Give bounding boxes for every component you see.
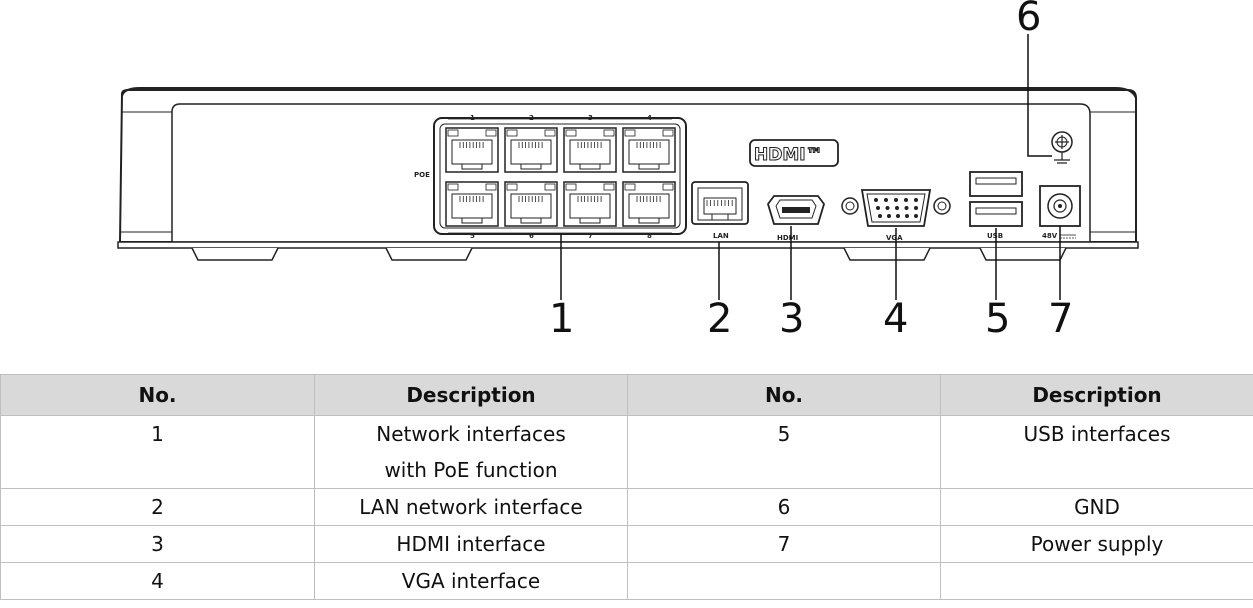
table-row: 1 Network interfaces with PoE function 5… bbox=[0, 415, 1253, 489]
poe-port-block: POE 1 2 3 4 5 6 7 8 bbox=[414, 114, 687, 240]
usb-label: USB bbox=[987, 232, 1003, 240]
port-number-bottom: 7 bbox=[588, 232, 593, 240]
poe-port-4 bbox=[622, 127, 676, 173]
table-row: 2 LAN network interface 6 GND bbox=[0, 488, 1253, 526]
poe-port-5 bbox=[445, 181, 499, 227]
port-number-bottom: 5 bbox=[470, 232, 475, 240]
power-jack: 48V bbox=[1039, 185, 1081, 240]
header-description-2: Description bbox=[940, 374, 1253, 416]
power-label: 48V bbox=[1042, 232, 1058, 240]
interface-description-table: No. Description No. Description 1 Networ… bbox=[0, 374, 1253, 600]
callout-4: 4 bbox=[883, 296, 908, 342]
table-cell: USB interfaces bbox=[940, 415, 1253, 489]
hdmi-port: HDMI bbox=[767, 195, 825, 242]
table-cell bbox=[627, 562, 941, 600]
foot-left bbox=[191, 247, 279, 261]
port-number-top: 2 bbox=[529, 114, 534, 122]
table-cell: Power supply bbox=[940, 525, 1253, 563]
port-number-bottom: 6 bbox=[529, 232, 534, 240]
table-cell: 3 bbox=[0, 525, 315, 563]
poe-port-2 bbox=[504, 127, 558, 173]
poe-port-1 bbox=[445, 127, 499, 173]
vga-label: VGA bbox=[886, 234, 903, 242]
poe-port-8 bbox=[622, 181, 676, 227]
port-number-bottom: 8 bbox=[647, 232, 652, 240]
lan-label: LAN bbox=[713, 232, 729, 240]
table-cell: 2 bbox=[0, 488, 315, 526]
callout-5: 5 bbox=[985, 296, 1010, 342]
table-row: 3 HDMI interface 7 Power supply bbox=[0, 525, 1253, 563]
table-header-row: No. Description No. Description bbox=[0, 374, 1253, 416]
hdmi-logo-badge: HDMI™ bbox=[749, 139, 839, 167]
header-no-2: No. bbox=[627, 374, 941, 416]
callout-3: 3 bbox=[779, 296, 804, 342]
header-no-1: No. bbox=[0, 374, 315, 416]
table-cell bbox=[940, 562, 1253, 600]
usb-ports: USB bbox=[969, 171, 1023, 240]
table-cell: Network interfaces with PoE function bbox=[314, 415, 628, 489]
table-cell: 4 bbox=[0, 562, 315, 600]
foot-center-left bbox=[385, 247, 473, 261]
port-number-top: 1 bbox=[470, 114, 475, 122]
callout-2: 2 bbox=[707, 296, 732, 342]
table-cell: 6 bbox=[627, 488, 941, 526]
lan-port: LAN bbox=[691, 181, 749, 240]
foot-center-right bbox=[843, 247, 931, 261]
foot-right bbox=[979, 247, 1067, 261]
table-cell: GND bbox=[940, 488, 1253, 526]
hdmi-label: HDMI bbox=[777, 234, 798, 242]
vga-port: VGA bbox=[841, 189, 951, 242]
ground-icon bbox=[1054, 152, 1070, 164]
table-cell: 7 bbox=[627, 525, 941, 563]
table-cell: LAN network interface bbox=[314, 488, 628, 526]
leader-line-6 bbox=[1027, 34, 1052, 157]
poe-label: POE bbox=[414, 171, 430, 179]
rear-panel-drawing: POE 1 2 3 4 5 6 7 8 LAN HDMI™ HDMI VGA bbox=[117, 0, 1139, 342]
callout-6: 6 bbox=[1016, 0, 1041, 40]
header-description-1: Description bbox=[314, 374, 628, 416]
table-cell: HDMI interface bbox=[314, 525, 628, 563]
callout-1: 1 bbox=[549, 296, 574, 342]
hdmi-logo-text: HDMI™ bbox=[754, 145, 823, 165]
table-row: 4 VGA interface bbox=[0, 562, 1253, 600]
device-rear-panel-diagram: POE 1 2 3 4 5 6 7 8 LAN HDMI™ HDMI VGA bbox=[117, 0, 1139, 342]
poe-port-6 bbox=[504, 181, 558, 227]
port-number-top: 3 bbox=[588, 114, 593, 122]
table-cell: VGA interface bbox=[314, 562, 628, 600]
table-cell: 1 bbox=[0, 415, 315, 489]
poe-port-3 bbox=[563, 127, 617, 173]
table-cell: 5 bbox=[627, 415, 941, 489]
poe-port-7 bbox=[563, 181, 617, 227]
callout-7: 7 bbox=[1048, 296, 1073, 342]
port-number-top: 4 bbox=[647, 114, 652, 122]
gnd-terminal bbox=[1051, 131, 1073, 164]
